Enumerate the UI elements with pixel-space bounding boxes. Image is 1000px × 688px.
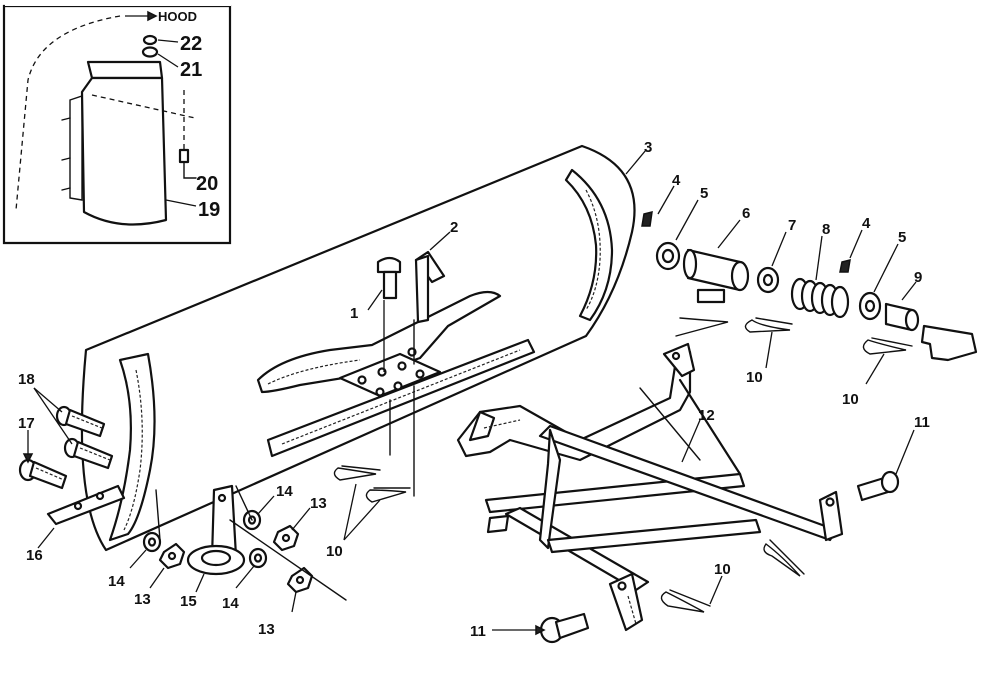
callout-10c: 10 xyxy=(714,561,731,578)
clevis-pin-11-left xyxy=(539,612,590,644)
deflector-top-flange xyxy=(86,60,164,80)
blade-right-rib xyxy=(564,168,614,322)
callout-20: 20 xyxy=(196,173,218,195)
callout-4b: 4 xyxy=(862,215,871,232)
hood-outline xyxy=(15,15,121,211)
hairpin-clip-10-lower-right xyxy=(763,539,805,577)
blade-assembly xyxy=(80,144,636,552)
callout-9: 9 xyxy=(914,269,922,286)
callout-10b: 10 xyxy=(842,391,859,408)
callout-13c: 13 xyxy=(258,621,275,638)
hairpin-clip-10-upper-left xyxy=(744,317,793,333)
washer-21 xyxy=(141,46,159,58)
bolt-18b xyxy=(63,437,114,470)
callout-6: 6 xyxy=(742,205,750,222)
callout-4a: 4 xyxy=(672,172,681,189)
callout-14c: 14 xyxy=(222,595,239,612)
push-frame-12 xyxy=(456,342,844,632)
callout-5b: 5 xyxy=(898,229,906,246)
spring-8 xyxy=(790,277,850,319)
callout-8: 8 xyxy=(822,221,830,238)
callout-17: 17 xyxy=(18,415,35,432)
callout-14a: 14 xyxy=(276,483,293,500)
center-pivot-plate xyxy=(338,352,442,398)
pivot-stack xyxy=(641,211,978,362)
nut-22 xyxy=(142,34,158,46)
l-pin-2 xyxy=(414,250,446,324)
callout-5a: 5 xyxy=(700,185,708,202)
pin-1 xyxy=(376,256,402,300)
callout-10a: 10 xyxy=(746,369,763,386)
pin-4-left xyxy=(641,211,653,227)
frame-right-rail xyxy=(538,424,838,542)
callout-1: 1 xyxy=(350,305,358,322)
deflector-19 xyxy=(80,76,168,226)
pivot-rod xyxy=(920,324,978,362)
blade-lower-rail xyxy=(266,338,536,458)
bolt-20 xyxy=(178,148,190,164)
hairpin-clip-10-blade xyxy=(333,465,411,503)
frame-crossbar-lower xyxy=(546,518,762,554)
callout-12: 12 xyxy=(698,407,715,424)
frame-right-ear xyxy=(818,490,844,542)
skid-strap-16 xyxy=(46,484,126,526)
inset-detail: HOOD 22 21 20 19 xyxy=(2,0,232,245)
hairpin-clip-10-upper-right xyxy=(862,337,913,355)
bolt-17 xyxy=(18,458,68,490)
blade-left-rib xyxy=(108,352,156,542)
blade-center-bracket xyxy=(256,290,502,394)
callout-22: 22 xyxy=(180,33,202,55)
callout-21: 21 xyxy=(180,59,202,81)
callout-14b: 14 xyxy=(108,573,125,590)
callout-13a: 13 xyxy=(310,495,327,512)
pin-4-right xyxy=(839,258,851,273)
hairpin-clip-10-lower-left xyxy=(660,589,711,613)
callout-2: 2 xyxy=(450,219,458,236)
callout-7: 7 xyxy=(788,217,796,234)
callout-13b: 13 xyxy=(134,591,151,608)
callout-11b: 11 xyxy=(470,623,486,640)
callout-19: 19 xyxy=(198,199,220,221)
callout-3: 3 xyxy=(644,139,652,156)
callout-16: 16 xyxy=(26,547,43,564)
clevis-pin-11-right xyxy=(856,470,900,502)
skid-shoe-15 xyxy=(186,484,246,576)
callout-18: 18 xyxy=(18,371,35,388)
callout-15: 15 xyxy=(180,593,197,610)
callout-11a: 11 xyxy=(914,414,930,431)
callout-10d: 10 xyxy=(326,543,343,560)
hood-label: HOOD xyxy=(158,9,197,24)
